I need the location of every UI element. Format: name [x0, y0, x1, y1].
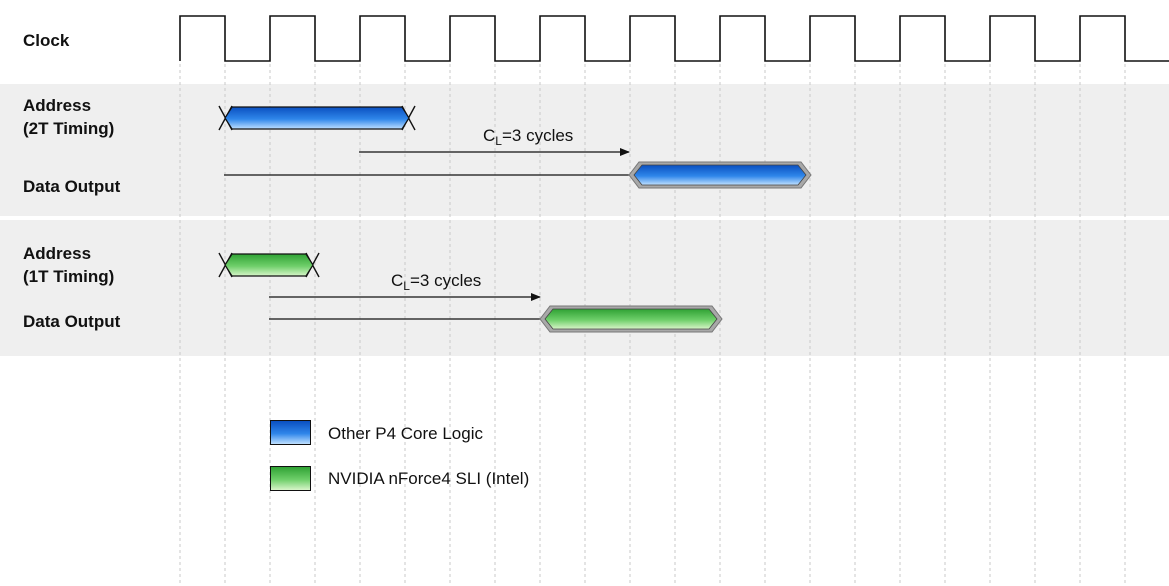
- address-2t-label-line1: Address: [23, 96, 92, 115]
- legend-label-blue: Other P4 Core Logic: [328, 424, 483, 443]
- latency-subscript: L: [403, 279, 410, 293]
- clock-waveform: [179, 15, 1169, 62]
- data-output-1t-label: Data Output: [23, 312, 121, 331]
- latency-symbol: C: [391, 271, 404, 290]
- legend-swatch-blue: [270, 420, 311, 445]
- address-1t-label-line2: (1T Timing): [23, 267, 115, 286]
- latency-label-2t: CL=3 cycles: [483, 125, 573, 147]
- latency-value: =3 cycles: [409, 271, 482, 290]
- latency-subscript: L: [495, 134, 502, 148]
- address-1t-label-line1: Address: [23, 244, 92, 263]
- latency-symbol: C: [483, 126, 496, 145]
- address-1t-bus: [218, 252, 320, 278]
- address-2t-label-line2: (2T Timing): [23, 119, 115, 138]
- address-1t-label: Address (1T Timing): [23, 242, 114, 288]
- legend-label-green: NVIDIA nForce4 SLI (Intel): [328, 469, 530, 488]
- data-output-2t-bus: [628, 161, 812, 189]
- address-2t-label: Address (2T Timing): [23, 94, 114, 140]
- data-output-2t-label: Data Output: [23, 177, 121, 196]
- legend-swatch-green: [270, 466, 311, 491]
- latency-value: =3 cycles: [501, 126, 574, 145]
- clock-label: Clock: [23, 31, 70, 50]
- address-2t-bus: [218, 105, 416, 131]
- latency-label-1t: CL=3 cycles: [391, 270, 481, 292]
- data-output-1t-bus: [539, 305, 723, 333]
